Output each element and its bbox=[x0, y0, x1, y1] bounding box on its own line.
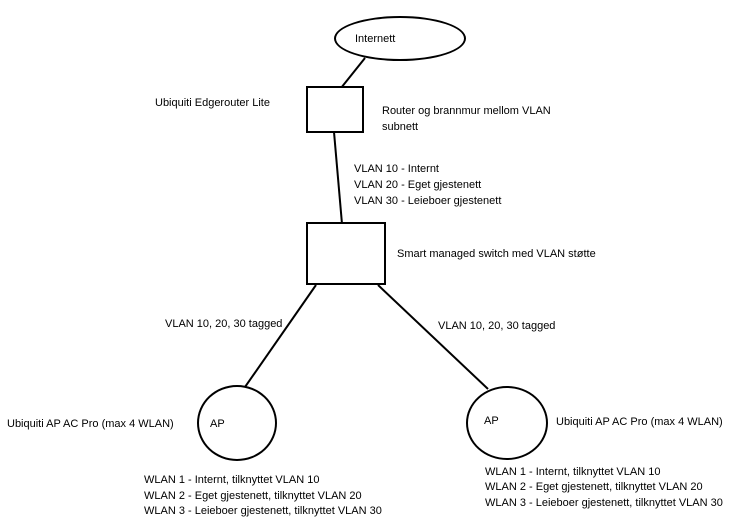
link-router-switch bbox=[333, 131, 343, 225]
link-internet-router bbox=[340, 57, 366, 89]
internet-label: Internett bbox=[355, 33, 396, 45]
link-switch-ap-right bbox=[377, 284, 489, 390]
router-description-line1: Router og brannmur mellom VLAN bbox=[382, 105, 551, 117]
router-description-line2: subnett bbox=[382, 121, 419, 133]
ap-right-wlan-1: WLAN 1 - Internt, tilknyttet VLAN 10 bbox=[485, 466, 661, 478]
link-right-label: VLAN 10, 20, 30 tagged bbox=[438, 320, 556, 332]
ap-left-wlan-1: WLAN 1 - Internt, tilknyttet VLAN 10 bbox=[144, 474, 320, 486]
vlan-list-line2: VLAN 20 - Eget gjestenett bbox=[354, 179, 482, 191]
ap-right-wlan-3: WLAN 3 - Leieboer gjestenett, tilknyttet… bbox=[485, 497, 723, 509]
ap-left-wlan-3: WLAN 3 - Leieboer gjestenett, tilknyttet… bbox=[144, 505, 382, 517]
ap-right-node bbox=[466, 386, 548, 460]
router-name: Ubiquiti Edgerouter Lite bbox=[155, 97, 270, 109]
switch-node bbox=[306, 222, 386, 285]
ap-right-label: AP bbox=[484, 415, 499, 427]
link-switch-ap-left bbox=[244, 284, 317, 388]
ap-left-wlan-2: WLAN 2 - Eget gjestenett, tilknyttet VLA… bbox=[144, 490, 362, 502]
ap-left-name: Ubiquiti AP AC Pro (max 4 WLAN) bbox=[7, 418, 174, 430]
ap-right-name: Ubiquiti AP AC Pro (max 4 WLAN) bbox=[556, 416, 723, 428]
vlan-list-line1: VLAN 10 - Internt bbox=[354, 163, 439, 175]
switch-description: Smart managed switch med VLAN støtte bbox=[397, 248, 596, 260]
link-left-label: VLAN 10, 20, 30 tagged bbox=[165, 318, 283, 330]
ap-left-node bbox=[197, 385, 277, 461]
vlan-list-line3: VLAN 30 - Leieboer gjestenett bbox=[354, 195, 502, 207]
internet-node bbox=[334, 16, 466, 61]
ap-right-wlan-2: WLAN 2 - Eget gjestenett, tilknyttet VLA… bbox=[485, 481, 703, 493]
ap-left-label: AP bbox=[210, 418, 225, 430]
router-node bbox=[306, 86, 364, 133]
